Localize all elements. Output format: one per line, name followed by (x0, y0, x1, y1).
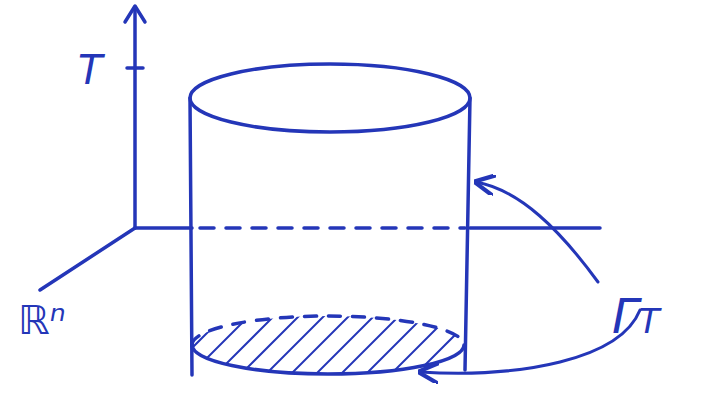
time-axis (133, 10, 137, 228)
axis-tick (127, 66, 143, 70)
cylinder-top (190, 64, 470, 132)
base-front (192, 345, 464, 374)
leader-arrow (420, 310, 640, 373)
cylinder-side (465, 98, 470, 370)
base-back (192, 316, 464, 345)
space-axis (40, 228, 135, 290)
space-axis (470, 226, 600, 230)
base-hatching (140, 300, 515, 396)
cylinder-side (190, 98, 192, 375)
axis-label: T (78, 50, 102, 90)
leader-arrow (476, 182, 598, 282)
axis-arrowhead (125, 6, 145, 22)
boundary-label: ΓT (612, 292, 660, 340)
hidden-axis (200, 226, 465, 230)
space-label: ℝⁿ (18, 300, 66, 340)
space-axis (135, 226, 192, 230)
